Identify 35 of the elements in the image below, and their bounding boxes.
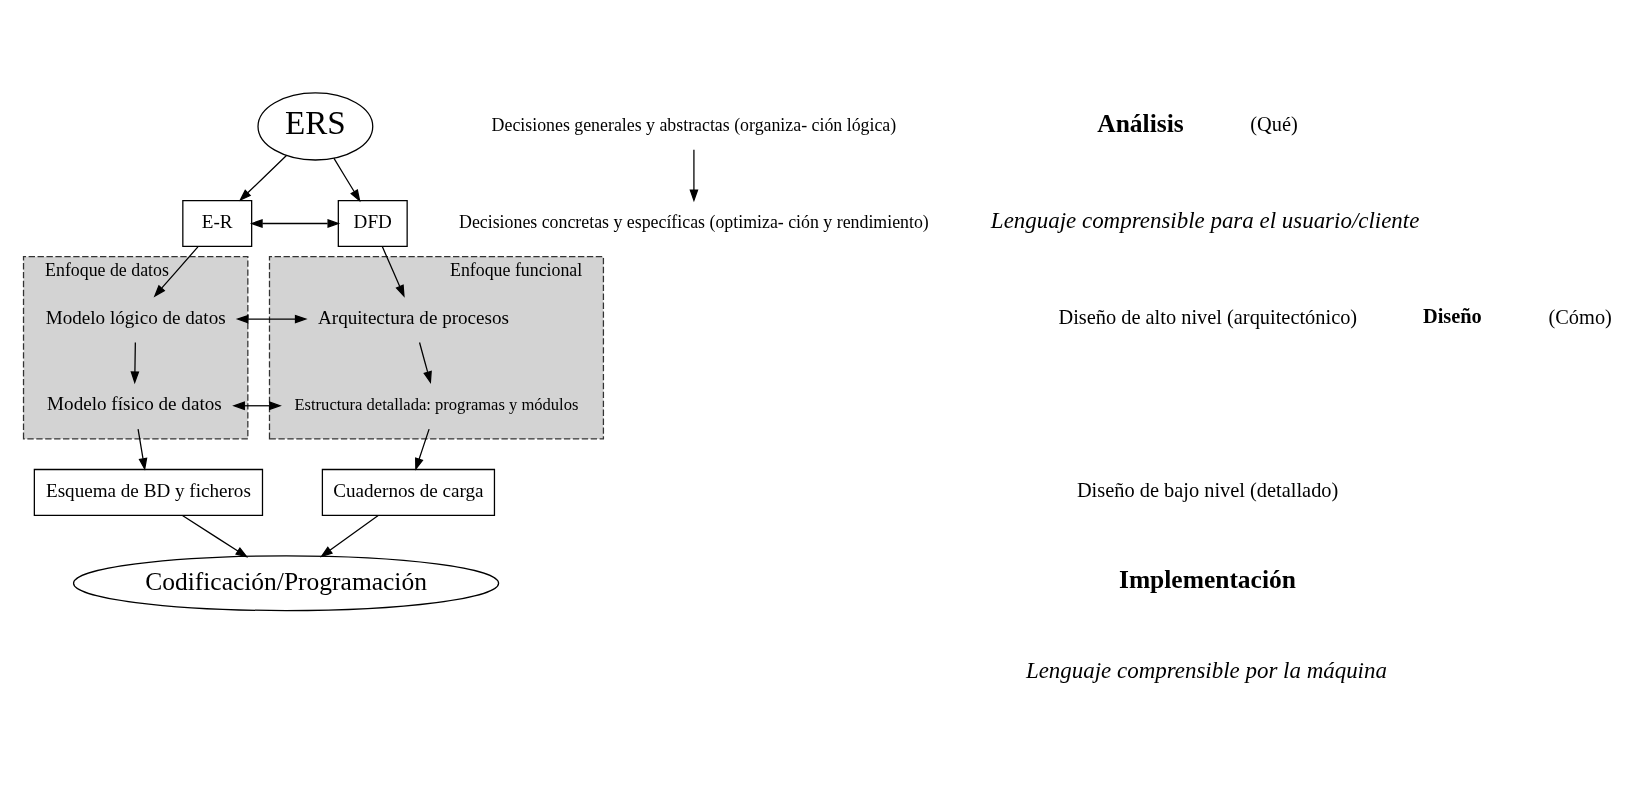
label: Implementación	[1118, 564, 1296, 594]
label: Lenguaje comprensible por la máquina	[1025, 657, 1387, 683]
arrow	[418, 341, 432, 384]
arrow	[238, 154, 288, 201]
node-box: Cuadernos de carga	[321, 468, 496, 516]
arrow	[235, 314, 308, 324]
arrow	[415, 428, 430, 471]
node-box: Esquema de BD y ficheros	[33, 468, 264, 516]
arrow	[689, 148, 699, 202]
node-text: Arquitectura de procesos	[318, 306, 510, 328]
node-ellipse: Codificación/Programación	[72, 554, 500, 611]
node-text: Modelo físico de datos	[47, 392, 222, 414]
arrow	[320, 514, 379, 557]
label: (Qué)	[1250, 112, 1298, 135]
label: Diseño de bajo nivel (detallado)	[1076, 478, 1339, 501]
node-text: Estructura detallada: programas y módulos	[294, 394, 579, 414]
arrow	[137, 428, 148, 471]
node-text: Modelo lógico de datos	[45, 306, 226, 328]
label: Diseño de alto nivel (arquitectónico)	[1058, 305, 1358, 328]
node-box: DFD	[337, 199, 408, 247]
arrow	[333, 157, 361, 202]
label: Análisis	[1097, 108, 1184, 138]
label: Diseño	[1422, 304, 1482, 327]
node-ellipse: ERS	[257, 91, 374, 161]
label: (Cómo)	[1548, 305, 1612, 328]
node-text: Decisiones concretas y específicas (optimiza- ción y rendimiento)	[459, 211, 929, 232]
arrow	[249, 218, 341, 228]
node-box: E-R	[182, 199, 253, 247]
node-text: Decisiones generales y abstractas (organiza- ción lógica)	[491, 114, 897, 135]
arrow	[130, 341, 140, 384]
arrow	[381, 245, 405, 298]
arrow	[181, 514, 249, 558]
arrow	[153, 245, 199, 297]
label: Lenguaje comprensible para el usuario/cliente	[990, 207, 1420, 233]
arrow	[232, 400, 282, 410]
